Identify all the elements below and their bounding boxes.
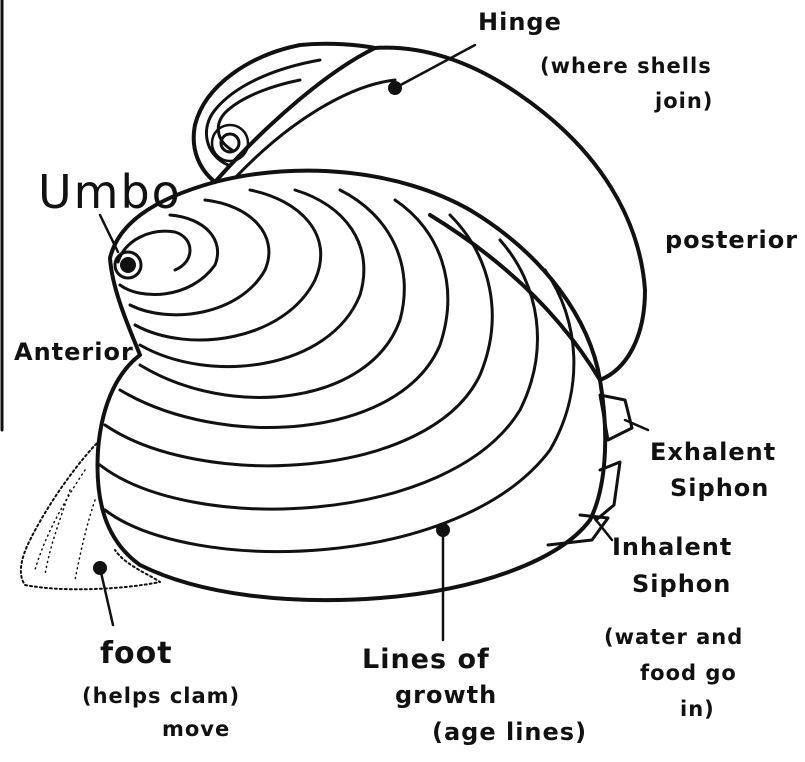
growth-line [100, 240, 537, 509]
inhalent-siphon [548, 462, 620, 545]
exhalent-label-line-2: Siphon [670, 476, 769, 501]
umbo-label: Umbo [38, 168, 182, 216]
hinge-coil [218, 80, 300, 150]
growth-leader-dot [438, 525, 448, 535]
foot-shading [35, 470, 95, 580]
foot-label: foot [100, 638, 173, 670]
inhalent-label-line-2: Siphon [632, 572, 731, 597]
hinge-leader-dot [390, 83, 400, 93]
posterior-label: posterior [665, 228, 798, 253]
exhalent-label-line-1: Exhalent [650, 440, 776, 465]
anterior-label: Anterior [14, 340, 134, 365]
growth-line [105, 270, 574, 552]
back-valve-outline [215, 48, 645, 380]
umbo-leader [100, 215, 118, 252]
growth-label-line-3: (age lines) [432, 720, 587, 745]
inhalent-label-line-1: Inhalent [612, 535, 732, 560]
hinge-edge [235, 80, 395, 178]
hinge-leader [395, 45, 475, 88]
growth-line [105, 215, 492, 466]
growth-line [140, 190, 404, 397]
foot-note-line-2: move [162, 718, 230, 740]
foot-leader [100, 568, 113, 625]
hinge-note-line-2: join) [655, 90, 713, 112]
growth-label-line-2: growth [395, 683, 497, 708]
growth-label-line-1: Lines of [362, 646, 490, 674]
inhalent-note-line-2: food go [640, 662, 737, 684]
inhalent-note-line-1: (water and [604, 626, 743, 648]
hinge-coil-ring [212, 125, 248, 161]
growth-lines [100, 190, 574, 552]
hinge-note-line-1: (where shells [540, 55, 712, 77]
foot-leader-dot [95, 563, 105, 573]
hinge-label: Hinge [478, 10, 562, 35]
umbo-center [122, 259, 134, 271]
inhalent-note-line-3: in) [680, 698, 715, 720]
foot-note-line-1: (helps clam) [82, 685, 240, 707]
